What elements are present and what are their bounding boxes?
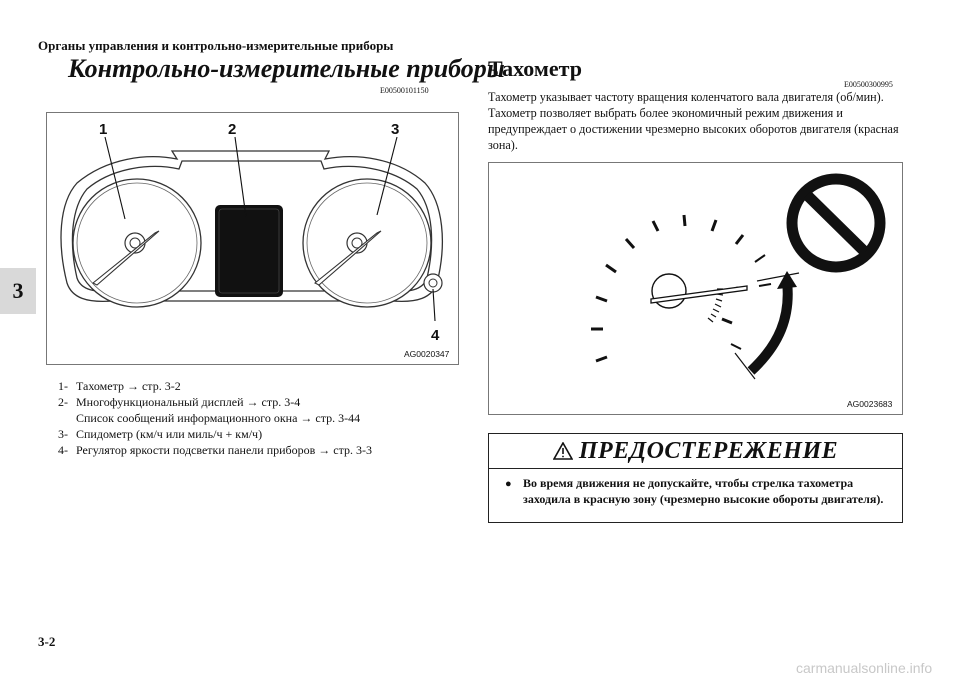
tachometer-description: Тахометр указывает частоту вращения коле… [488,90,899,152]
figure-code-tachometer: AG0023683 [847,399,893,409]
list-item: 1- Тахометр → стр. 3-2 [58,379,181,393]
warning-text: Во время движения не допускайте, чтобы с… [523,476,884,506]
running-head: Органы управления и контрольно-измерител… [38,38,394,53]
watermark: carmanualsonline.info [796,660,933,676]
instrument-cluster-figure: 1 2 3 4 AG0020347 [46,112,459,365]
section-code-instruments: E00500101150 [380,86,429,95]
warning-triangle-icon [552,442,573,460]
list-item: 3- Спидометр (км/ч или миль/ч + км/ч) [58,427,263,441]
component-list: 1- Тахометр → стр. 3-2 2- Многофункциона… [58,378,468,458]
warning-header: ПРЕДОСТЕРЕЖЕНИЕ [489,434,902,469]
instrument-cluster-illustration [60,136,444,322]
list-item: 2- Многофункциональный дисплей → стр. 3-… [58,395,361,425]
warning-item: ● Во время движения не допускайте, чтобы… [489,469,902,507]
callout-1: 1 [99,121,108,138]
bullet-icon: ● [505,478,512,490]
section-heading-tachometer: Тахометр [488,56,582,81]
warning-title: ПРЕДОСТЕРЕЖЕНИЕ [578,437,839,464]
chapter-number: 3 [12,278,24,303]
callout-2: 2 [228,121,237,138]
chapter-tab: 3 [0,268,36,314]
callout-4: 4 [431,327,440,344]
callout-3: 3 [391,121,400,138]
page-number: 3-2 [38,634,56,649]
section-code-tachometer: E00500300995 [844,80,893,89]
section-heading-instruments: Контрольно-измерительные приборы [68,54,505,83]
list-item: 4- Регулятор яркости подсветки панели пр… [58,443,373,457]
warning-box: ПРЕДОСТЕРЕЖЕНИЕ ● Во время движения не д… [488,433,903,523]
tachometer-figure: AG0023683 [488,162,903,415]
tachometer-illustration [591,173,886,380]
figure-code-cluster: AG0020347 [404,349,450,359]
